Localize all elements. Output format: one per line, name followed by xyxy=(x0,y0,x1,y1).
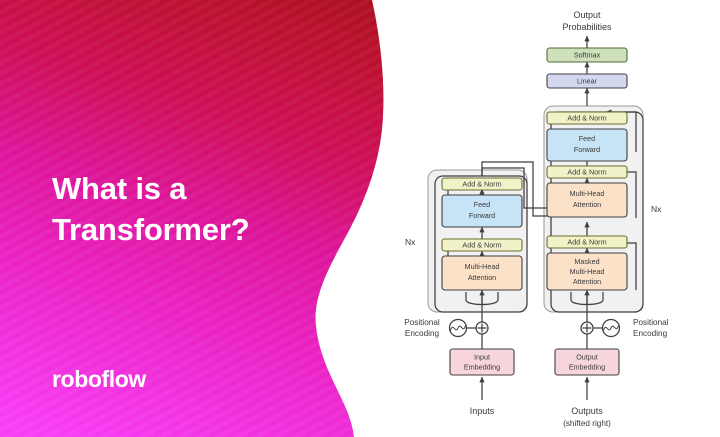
decoder-cross-attention: Multi-Head Attention xyxy=(546,182,628,218)
encoder-nx-label: Nx xyxy=(405,237,416,247)
encoder-blocks: Add & Norm Feed Forward Add & Norm Multi… xyxy=(441,177,523,291)
softmax-block: Softmax xyxy=(546,47,628,63)
encoder-attention-label-1: Multi-Head xyxy=(465,262,500,271)
input-embedding-block: Input Embedding xyxy=(449,348,515,376)
encoder-attention-label-2: Attention xyxy=(468,273,496,282)
roboflow-logo: roboflow xyxy=(52,366,146,392)
decoder-add-norm-bottom: Add & Norm xyxy=(546,235,628,249)
output-embedding-label-2: Embedding xyxy=(569,363,605,372)
decoder-positional-encoding-label-1: Positional xyxy=(633,318,669,327)
decoder-masked-attention-label-2: Multi-Head xyxy=(570,267,605,276)
outputs-label-2: (shifted right) xyxy=(563,419,611,428)
softmax-label: Softmax xyxy=(574,51,601,60)
embedding-row: Input Embedding Positional Encoding Inpu… xyxy=(404,318,668,428)
dec-qkv-loop xyxy=(570,299,604,306)
input-embedding-label-2: Embedding xyxy=(464,363,500,372)
encoder-positional-encoding-label-1: Positional xyxy=(404,318,440,327)
linear-block: Linear xyxy=(546,73,628,89)
encoder-add-norm-top: Add & Norm xyxy=(441,177,523,191)
output-embedding-block: Output Embedding xyxy=(554,348,620,376)
decoder-feed-forward: Feed Forward xyxy=(546,128,628,162)
encoder-add-norm-top-label: Add & Norm xyxy=(462,180,501,189)
encoder-positional-encoding-label-2: Encoding xyxy=(405,329,440,338)
decoder-add-norm-mid: Add & Norm xyxy=(546,165,628,179)
decoder-add-norm-top-label: Add & Norm xyxy=(567,114,606,123)
decoder-masked-attention-label-3: Attention xyxy=(573,277,601,286)
encoder-feed-forward: Feed Forward xyxy=(441,194,523,228)
output-probabilities-label-2: Probabilities xyxy=(562,22,612,32)
decoder-feed-forward-label-2: Forward xyxy=(574,145,600,154)
decoder-nx-label: Nx xyxy=(651,204,662,214)
encoder-multi-head-attention: Multi-Head Attention xyxy=(441,255,523,291)
decoder-feed-forward-label-1: Feed xyxy=(579,134,595,143)
encoder-feed-forward-label-2: Forward xyxy=(469,211,495,220)
decoder-masked-attention-label-1: Masked xyxy=(574,257,599,266)
decoder-add-norm-mid-label: Add & Norm xyxy=(567,168,606,177)
title-line-2: Transformer? xyxy=(52,212,250,248)
decoder-cross-attention-label-2: Attention xyxy=(573,200,601,209)
transformer-architecture-diagram: Add & Norm Feed Forward Add & Norm Multi… xyxy=(378,0,720,437)
output-probabilities-label-1: Output xyxy=(573,10,601,20)
encoder-add-norm-bottom-label: Add & Norm xyxy=(462,241,501,250)
inputs-label: Inputs xyxy=(470,406,495,416)
title-line-1: What is a xyxy=(52,171,187,206)
output-embedding-label-1: Output xyxy=(576,353,598,362)
input-embedding-label-1: Input xyxy=(474,353,490,362)
linear-label: Linear xyxy=(577,77,598,86)
decoder-blocks: Add & Norm Feed Forward Add & Norm Multi… xyxy=(546,111,628,291)
outputs-label-1: Outputs xyxy=(571,406,603,416)
decoder-add-norm-top: Add & Norm xyxy=(546,111,628,125)
output-head: Linear Softmax Output Probabilities xyxy=(546,10,628,89)
encoder-feed-forward-label-1: Feed xyxy=(474,200,490,209)
encoder-add-norm-bottom: Add & Norm xyxy=(441,238,523,252)
slide-title: What is a Transformer? xyxy=(52,168,352,250)
enc-qkv-loop xyxy=(465,299,499,306)
decoder-cross-attention-label-1: Multi-Head xyxy=(570,189,605,198)
decoder-add-norm-bottom-label: Add & Norm xyxy=(567,238,606,247)
decoder-masked-attention: Masked Multi-Head Attention xyxy=(546,252,628,291)
decoder-positional-encoding-label-2: Encoding xyxy=(633,329,668,338)
